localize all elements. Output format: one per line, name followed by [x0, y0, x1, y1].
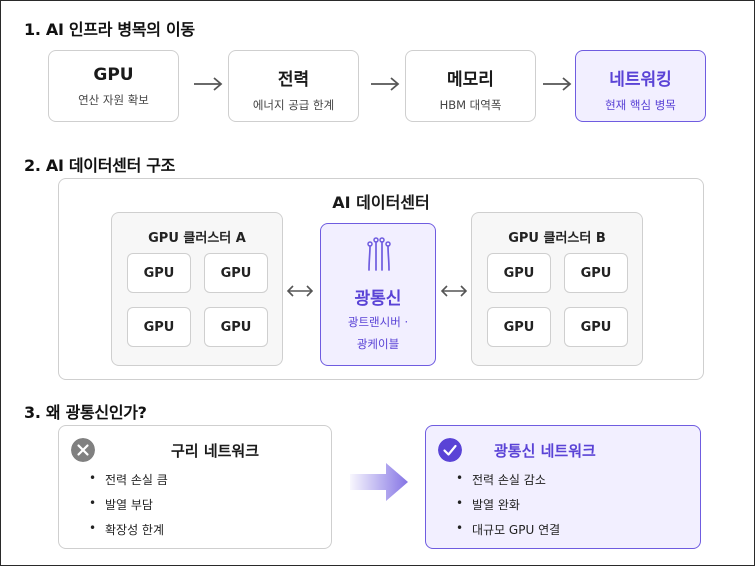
cluster-title: GPU 클러스터 A [148, 231, 246, 246]
flow-step-sub: 에너지 공급 한계 [252, 98, 335, 112]
list-item: 발열 완화 [456, 496, 520, 513]
list-item: 전력 손실 감소 [456, 471, 546, 488]
optical-node: 광통신 광트랜시버 · 광케이블 [320, 223, 436, 366]
list-item: 발열 부담 [89, 496, 153, 513]
flow-step-title: GPU [93, 65, 134, 85]
section-3-title: 3. 왜 광통신인가? [24, 403, 147, 422]
check-circle-icon [438, 438, 462, 462]
datacenter-title: AI 데이터센터 [332, 193, 430, 212]
gpu-cluster-a: GPU 클러스터 A GPU GPU GPU GPU [111, 212, 283, 366]
section-1-title: 1. AI 인프라 병목의 이동 [24, 20, 195, 39]
gpu-node: GPU [204, 307, 268, 347]
list-item: 전력 손실 큼 [89, 471, 168, 488]
right-arrow-icon [371, 77, 400, 91]
flow-step-sub: 현재 핵심 병목 [605, 98, 676, 112]
flow-step-gpu: GPU 연산 자원 확보 [48, 50, 179, 122]
flow-step-title: 네트워킹 [609, 70, 672, 90]
flow-step-title: 메모리 [447, 70, 494, 90]
gpu-node: GPU [204, 253, 268, 293]
gpu-node: GPU [564, 307, 628, 347]
optical-network-card: 광통신 네트워크 전력 손실 감소 발열 완화 대규모 GPU 연결 [425, 425, 701, 549]
gpu-node: GPU [487, 253, 551, 293]
optical-title: 광통신 [354, 289, 402, 309]
double-arrow-icon [440, 285, 468, 297]
cluster-title: GPU 클러스터 B [508, 231, 606, 246]
optical-sub-line1: 광트랜시버 · [347, 315, 409, 329]
double-arrow-icon [286, 285, 314, 297]
optical-sub-line2: 광케이블 [356, 337, 400, 351]
gpu-node: GPU [127, 253, 191, 293]
flow-step-title: 전력 [277, 70, 310, 90]
flow-step-memory: 메모리 HBM 대역폭 [405, 50, 536, 122]
flow-step-sub: HBM 대역폭 [439, 98, 502, 112]
copper-card-title: 구리 네트워크 [171, 442, 260, 460]
gpu-node: GPU [127, 307, 191, 347]
gpu-cluster-b: GPU 클러스터 B GPU GPU GPU GPU [471, 212, 643, 366]
flow-step-networking: 네트워킹 현재 핵심 병목 [575, 50, 706, 122]
section-2-title: 2. AI 데이터센터 구조 [24, 156, 176, 175]
list-item: 대규모 GPU 연결 [456, 521, 560, 538]
gpu-node: GPU [487, 307, 551, 347]
right-arrow-icon [194, 77, 223, 91]
x-circle-icon [71, 438, 95, 462]
gradient-arrow-icon [350, 463, 408, 501]
fiber-optic-icon [367, 237, 391, 271]
list-item: 확장성 한계 [89, 521, 164, 538]
right-arrow-icon [543, 77, 572, 91]
optical-card-title: 광통신 네트워크 [494, 442, 596, 460]
gpu-node: GPU [564, 253, 628, 293]
copper-network-card: 구리 네트워크 전력 손실 큼 발열 부담 확장성 한계 [58, 425, 332, 549]
flow-step-power: 전력 에너지 공급 한계 [228, 50, 359, 122]
flow-step-sub: 연산 자원 확보 [78, 93, 149, 107]
